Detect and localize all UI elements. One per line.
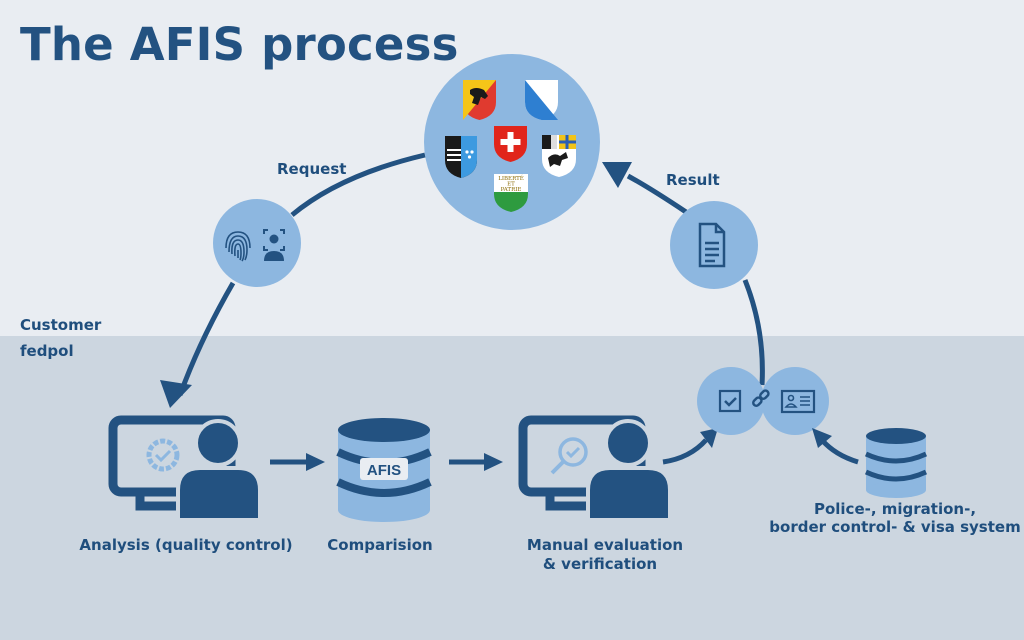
aargau-shield xyxy=(445,136,477,178)
arrow-analysis-to-comparison-head xyxy=(306,453,325,471)
zurich-shield xyxy=(525,80,558,120)
vaud-motto-2: ET xyxy=(507,182,515,188)
arrow-manual-to-linked-head xyxy=(700,428,718,448)
vaud-shield: LIBERTÉ ET PATRIE xyxy=(494,174,528,212)
page-title: The AFIS process xyxy=(20,18,459,71)
graubunden-shield xyxy=(542,135,576,177)
id-card-icon xyxy=(780,389,816,414)
quality-badge-icon xyxy=(146,438,180,472)
result-bubble xyxy=(670,201,758,289)
result-arrow-upper xyxy=(626,173,688,215)
bern-shield xyxy=(463,80,496,120)
switzerland-shield xyxy=(494,126,527,162)
external-database-icon xyxy=(864,428,928,498)
request-arrow-lower xyxy=(177,281,236,396)
arrow-external-to-linked-head xyxy=(812,428,832,448)
external-label-line1: Police-, migration-, xyxy=(813,500,977,518)
checkbox-icon xyxy=(718,389,742,413)
comparison-label: Comparision xyxy=(327,536,433,554)
afis-db-label: AFIS xyxy=(367,462,401,479)
analysis-label: Analysis (quality control) xyxy=(79,536,293,554)
cantons-circle: LIBERTÉ ET PATRIE xyxy=(424,54,600,230)
arrow-external-to-linked xyxy=(820,438,859,465)
manual-label-line2: & verification xyxy=(542,555,658,573)
result-label: Result xyxy=(666,171,720,189)
face-scan-icon xyxy=(263,229,285,261)
request-bubble xyxy=(213,199,301,287)
request-arrowhead xyxy=(160,380,192,408)
manual-label-line1: Manual evaluation xyxy=(526,536,684,554)
customer-zone-label: Customer xyxy=(20,316,102,334)
vaud-motto-1: LIBERTÉ xyxy=(498,174,524,182)
result-arrowhead xyxy=(602,162,632,188)
request-arrow-upper xyxy=(290,152,426,217)
link-icon xyxy=(752,389,770,407)
external-label-line2: border control- & visa system xyxy=(769,518,1021,536)
result-arrow-lower xyxy=(742,279,765,386)
fedpol-zone-label: fedpol xyxy=(20,342,74,360)
request-label: Request xyxy=(277,160,347,178)
arrow-manual-to-linked xyxy=(662,438,708,465)
vaud-motto-3: PATRIE xyxy=(501,187,522,193)
document-icon xyxy=(698,222,726,268)
fingerprint-icon xyxy=(225,231,251,262)
analysis-icon xyxy=(108,415,262,522)
manual-evaluation-icon xyxy=(518,415,672,522)
linked-bubbles xyxy=(697,367,829,435)
magnifier-check-icon xyxy=(550,437,588,475)
afis-database-icon: AFIS xyxy=(336,418,432,522)
arrow-comparison-to-manual-head xyxy=(484,453,503,471)
